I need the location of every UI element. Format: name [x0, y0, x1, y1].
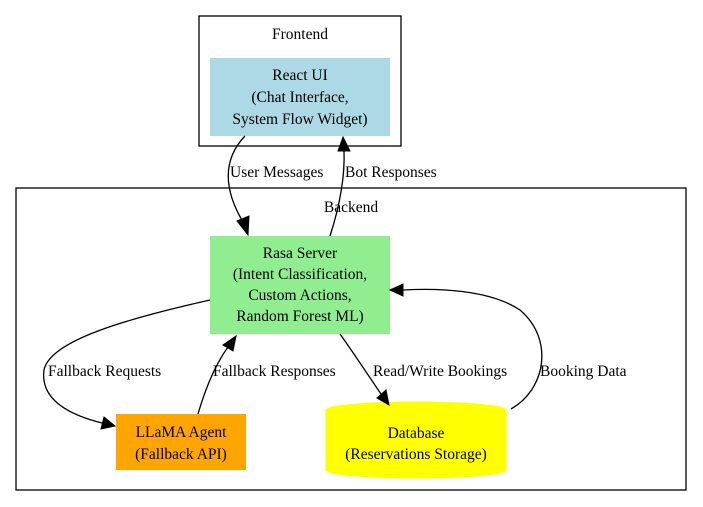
edge-label-fallback-responses: Fallback Responses [213, 363, 336, 380]
edge-read-write-bookings: Read/Write Bookings [339, 333, 507, 406]
database-node: Database (Reservations Storage) [325, 401, 507, 479]
edge-fallback-requests: Fallback Requests [43, 299, 211, 430]
rasa-server-node: Rasa Server (Intent Classification, Cust… [210, 236, 390, 334]
edge-label-bot-responses: Bot Responses [345, 164, 437, 181]
llama-agent-node: LLaMA Agent (Fallback API) [116, 414, 246, 470]
edge-booking-data: Booking Data [388, 283, 627, 410]
edge-fallback-responses: Fallback Responses [197, 334, 336, 415]
rasa-server-line-3: Custom Actions, [248, 287, 351, 304]
edge-label-user-messages: User Messages [230, 164, 323, 181]
rasa-server-line-2: (Intent Classification, [233, 266, 367, 283]
frontend-cluster-label: Frontend [272, 26, 328, 43]
llama-agent-line-2: (Fallback API) [135, 446, 227, 463]
database-line-2: (Reservations Storage) [345, 446, 487, 463]
react-ui-title: React UI [272, 67, 328, 84]
edge-bot-responses: Bot Responses [329, 135, 437, 237]
database-title: Database [388, 425, 445, 442]
rasa-server-line-4: Random Forest ML) [236, 308, 363, 325]
backend-cluster-label: Backend [324, 199, 378, 216]
react-ui-line-2: (Chat Interface, [251, 89, 348, 106]
edge-user-messages: User Messages [227, 135, 323, 237]
edge-label-booking-data: Booking Data [540, 363, 627, 380]
react-ui-node: React UI (Chat Interface, System Flow Wi… [210, 58, 390, 136]
edge-label-read-write-bookings: Read/Write Bookings [373, 363, 507, 380]
edge-label-fallback-requests: Fallback Requests [48, 363, 161, 380]
llama-agent-title: LLaMA Agent [136, 424, 228, 441]
react-ui-line-3: System Flow Widget) [232, 111, 367, 128]
frontend-cluster: Frontend [198, 15, 402, 147]
rasa-server-title: Rasa Server [263, 245, 338, 262]
